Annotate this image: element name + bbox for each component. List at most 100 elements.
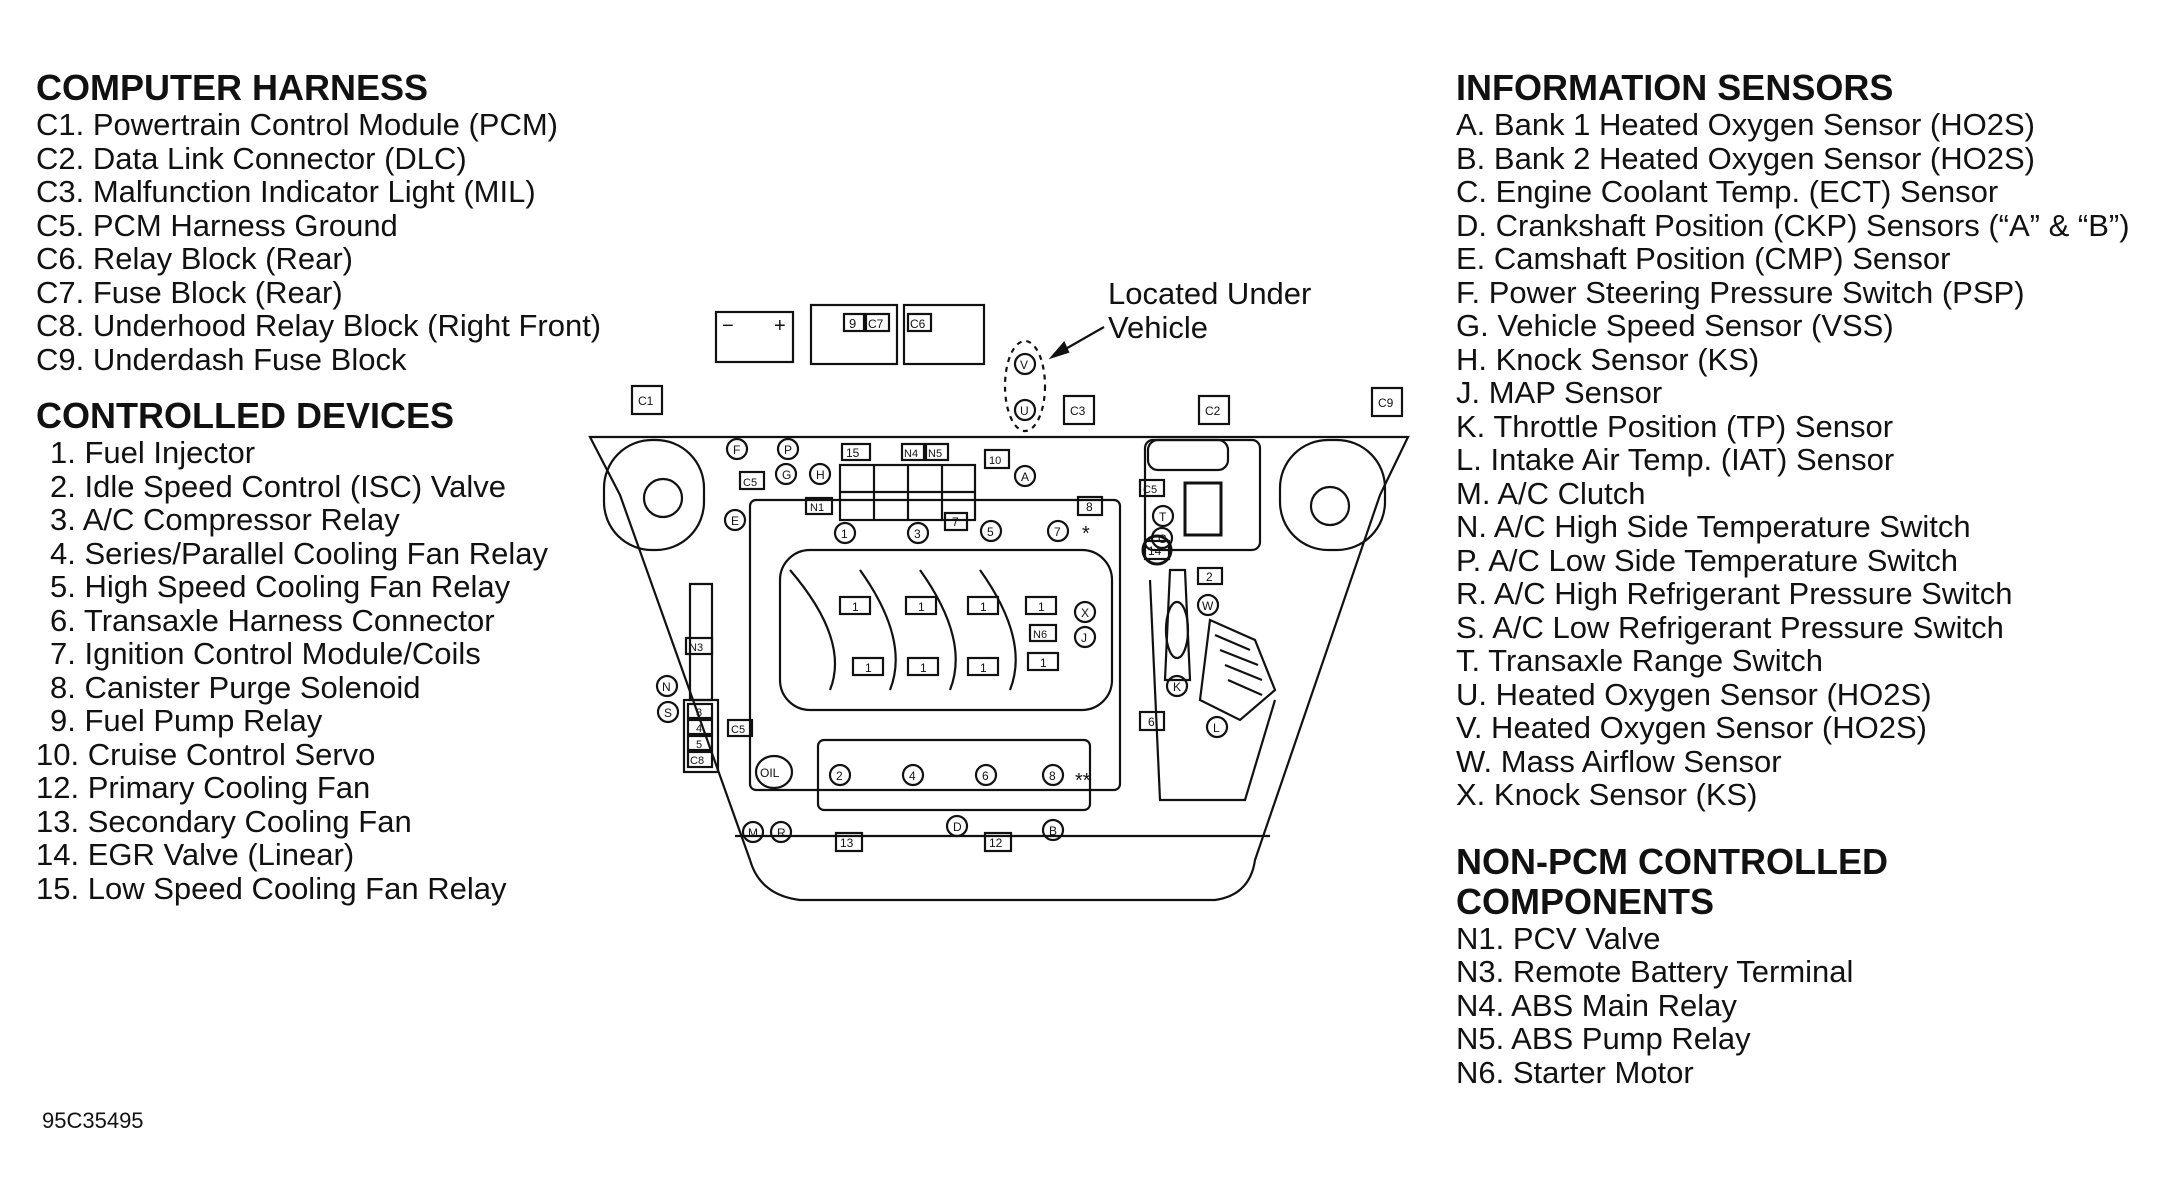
list-item: N4. ABS Main Relay [1456,987,1737,1023]
tag-c5-left-box [738,470,766,491]
asterisk-mark: * [1082,523,1090,545]
tag-4-box [686,718,714,736]
device-5-marker [979,519,1003,543]
battery [714,310,795,364]
list-item: V. Heated Oxygen Sensor (HO2S) [1456,710,1927,745]
list-item: A. Bank 1 Heated Oxygen Sensor (HO2S) [1456,107,2035,142]
tag-c7: C7 [868,317,884,331]
tag-c2: C2 [1205,404,1221,418]
list-item: G. Vehicle Speed Sensor (VSS) [1456,308,1894,343]
list-item: S. A/C Low Refrigerant Pressure Switch [1456,609,2004,645]
device-5-label: 5 [987,525,994,539]
injector-label: 1 [980,661,987,675]
left-wheel-well [602,438,706,552]
tag-n1-box [804,496,834,516]
device-8-marker [1041,763,1065,787]
device-1-marker [833,521,857,545]
list-item: 1. Fuel Injector [50,435,256,470]
sensor-b-label: B [1049,824,1057,838]
intake-duct-ribs [1214,633,1263,697]
list-item: 6. Transaxle Harness Connector [50,602,495,638]
tag-14-box [1143,539,1171,561]
sensor-b [1041,818,1065,842]
list-item: L. Intake Air Temp. (IAT) Sensor [1456,442,1895,477]
list-item: C8. Underhood Relay Block (Right Front) [36,308,602,343]
under-vehicle-arrowhead [1048,340,1070,360]
list-item: M. A/C Clutch [1456,475,1646,511]
list-item: C2. Data Link Connector (DLC) [36,140,467,176]
tag-c6: C6 [910,317,926,331]
controlled-devices-list: 1. Fuel Injector 2. Idle Speed Control (… [36,436,646,905]
sensor-v-label: V [1020,358,1028,372]
tag-4: 4 [696,723,702,735]
list-item: C9. Underdash Fuse Block [36,341,407,377]
injector-label: 1 [852,600,859,614]
tag-10: 10 [989,455,1001,467]
tag-6-box [1138,710,1166,732]
tag-5: 5 [696,739,702,751]
sensor-e-label: E [731,514,739,528]
list-item: K. Throttle Position (TP) Sensor [1456,408,1894,444]
relay-fuse-block [809,303,899,366]
list-item: N6. Starter Motor [1456,1054,1694,1090]
list-item: U. Heated Oxygen Sensor (HO2S) [1456,676,1932,712]
injector-label: 1 [865,661,872,675]
located-note-line1: Located Under [1108,276,1312,311]
list-item: 10. Cruise Control Servo [36,736,376,772]
sensor-u-label: U [1020,404,1029,418]
sensor-a [1013,464,1037,488]
c6-block [902,303,986,366]
located-under-vehicle-note: Located Under Vehicle [1108,277,1311,345]
list-item: 7. Ignition Control Module/Coils [50,636,481,671]
device-3-marker [906,521,930,545]
tag-10-box [983,448,1011,470]
oil-label: OIL [760,766,780,780]
tag-2-box [1196,566,1224,586]
left-relay-stack [682,698,720,774]
list-item: H. Knock Sensor (KS) [1456,341,1760,377]
tag-5-box [686,734,714,752]
tag-13-box [834,831,864,853]
computer-harness-heading: COMPUTER HARNESS [36,67,429,108]
tag-c5-left: C5 [743,477,757,489]
tag-12: 12 [989,836,1003,850]
tag-c5-mid-box [726,718,754,738]
tag-15-box [840,442,872,462]
device-7-label: 7 [1054,525,1061,539]
list-item: C1. Powertrain Control Module (PCM) [36,107,559,142]
sensor-w [1196,593,1220,617]
tag-n1: N1 [810,502,824,514]
battery-minus-terminal: − [722,315,734,337]
list-item: T. Transaxle Range Switch [1456,643,1824,678]
list-item: 13. Secondary Cooling Fan [36,803,412,839]
sensor-x-label: X [1081,606,1089,620]
non-pcm-heading-line2: COMPONENTS [1456,880,1715,922]
sensor-c-label: C [1158,532,1167,546]
list-item: N3. Remote Battery Terminal [1456,954,1854,989]
device-6-marker [974,763,998,787]
tag-3: 3 [696,707,702,719]
injector-box [851,656,885,677]
list-item: N1. PCV Valve [1456,920,1661,956]
injector-box [966,656,1000,677]
sensor-h [808,462,832,486]
list-item: N5. ABS Pump Relay [1456,1021,1751,1056]
computer-harness-list: C1. Powertrain Control Module (PCM) C2. … [36,108,646,376]
non-pcm-heading-line1: NON-PCM CONTROLLED [1456,840,1888,882]
battery-plus-terminal: + [774,315,786,337]
information-sensors-list: A. Bank 1 Heated Oxygen Sensor (HO2S) B.… [1456,108,2176,812]
figure-id: 95C35495 [42,1108,144,1133]
tag-c2-box [1197,394,1231,426]
tag-n3: N3 [689,642,703,654]
sensor-g-label: G [782,468,791,482]
list-item: 9. Fuel Pump Relay [50,703,323,738]
throttle-plate [1164,600,1190,660]
tag-7-box [943,511,969,532]
device-4-marker [901,763,925,787]
mass-airflow-box [1183,481,1223,537]
transaxle-outline [1148,579,1277,802]
sensor-m-label: M [748,826,758,840]
tag-n6-box [1028,623,1058,643]
egr-marker [1141,534,1173,566]
non-pcm-list: N1. PCV Valve N3. Remote Battery Termina… [1456,920,2176,1090]
